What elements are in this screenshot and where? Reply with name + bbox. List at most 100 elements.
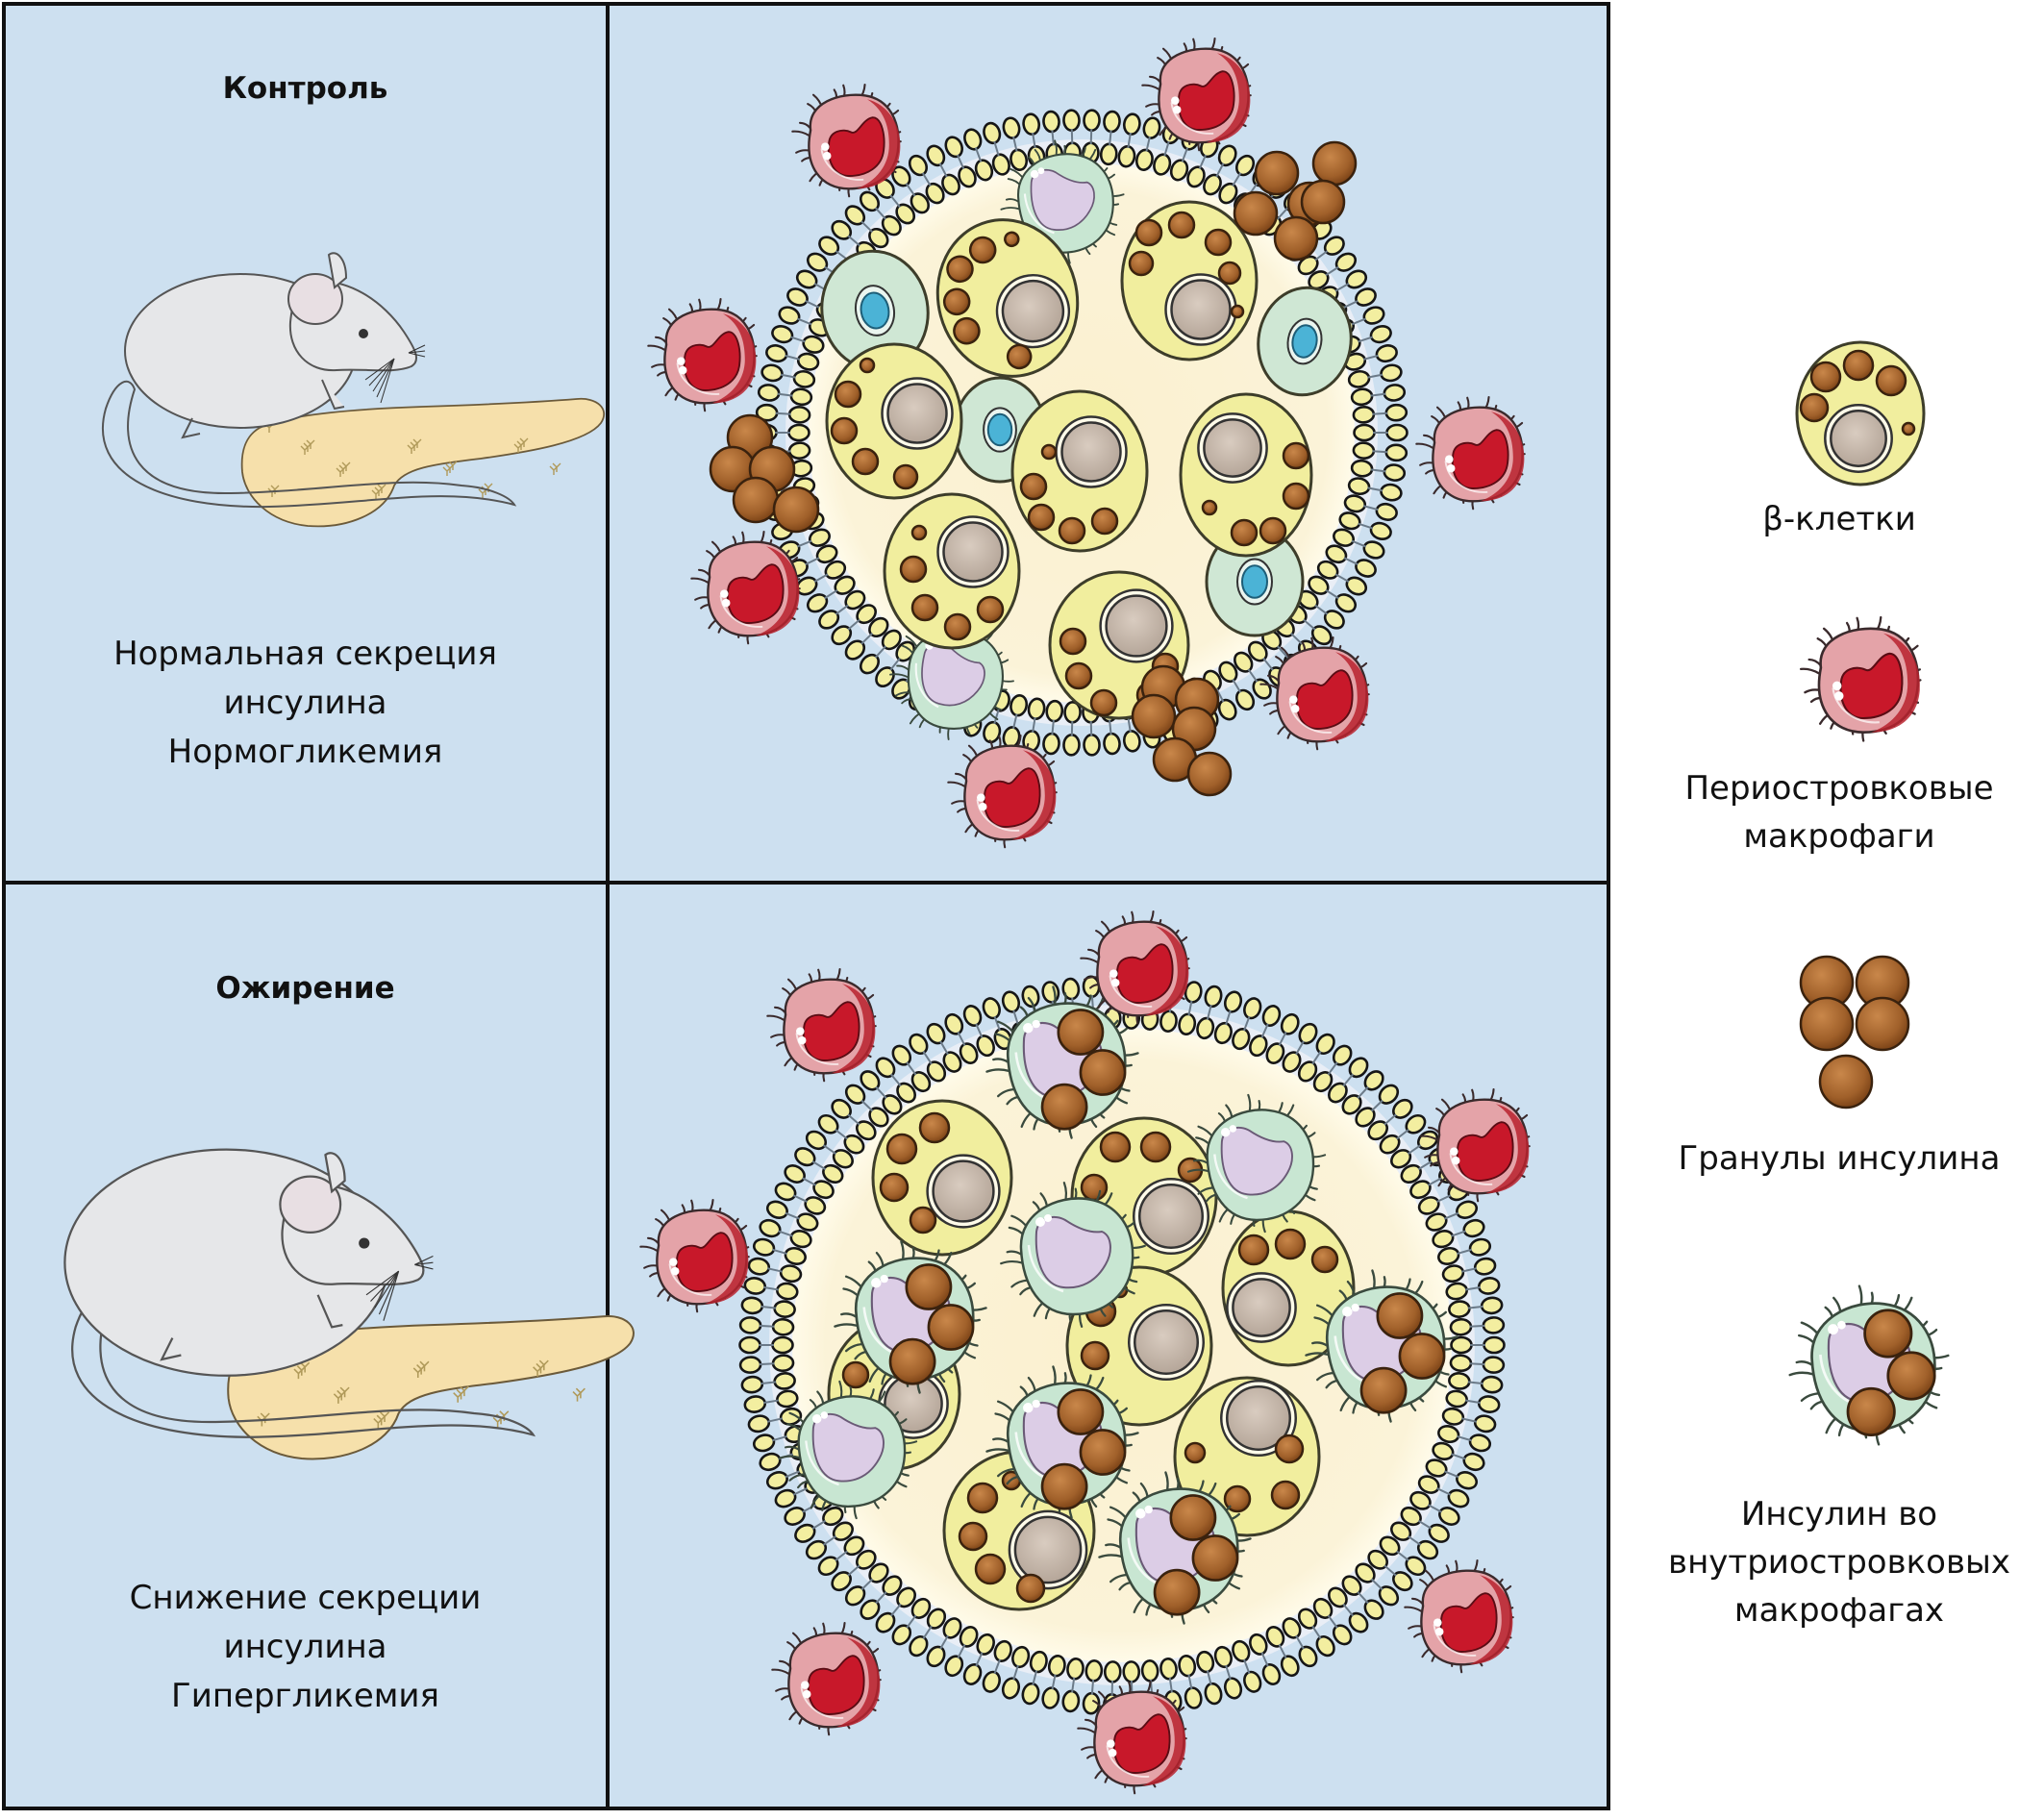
insulin-granule <box>1057 1009 1105 1056</box>
insulin-granule <box>1282 441 1310 470</box>
peri-islet-macrophage <box>690 531 801 645</box>
insulin-granule <box>1134 218 1163 247</box>
islet-obesity <box>639 910 1531 1795</box>
panel-description-obesity: Снижение секреции инсулина Гипергликемия <box>4 1574 607 1721</box>
peri-islet-macrophage <box>1077 1681 1187 1795</box>
insulin-granule <box>1139 1131 1172 1163</box>
insulin-granule <box>1027 503 1056 532</box>
description-line: инсулина <box>223 1628 387 1666</box>
beta-cell <box>1179 392 1313 558</box>
description-line: Снижение секреции <box>129 1579 482 1617</box>
description-line: Нормальная секреция <box>113 635 497 673</box>
insulin-granule <box>859 357 876 374</box>
insulin-granule <box>1376 1292 1424 1339</box>
insulin-granule <box>1230 304 1245 319</box>
intra-islet-macrophage <box>778 1380 918 1520</box>
insulin-granule <box>1064 661 1093 690</box>
peri-islet-macrophage <box>1415 396 1526 511</box>
insulin-granules-cluster <box>1799 955 1910 1109</box>
mouse-eye <box>359 329 368 338</box>
peri-islet-macrophage <box>1080 910 1190 1025</box>
insulin-granule <box>1080 1340 1110 1371</box>
insulin-granule <box>1799 392 1830 423</box>
insulin-granule <box>966 1482 999 1514</box>
legend-label-intra-islet-macrophage-insulin: Инсулин во внутриостровковых макрофагах <box>1634 1490 2044 1634</box>
peri-islet-macrophage <box>1404 1559 1514 1674</box>
insulin-granule <box>1300 179 1346 225</box>
intra-islet-macrophage-with-insulin <box>1305 1269 1458 1423</box>
insulin-granule <box>1842 349 1875 382</box>
insulin-granule <box>1186 751 1233 797</box>
beta-cell <box>935 218 1080 378</box>
insulin-granule <box>1184 1441 1207 1464</box>
description-line: Гипергликемия <box>171 1677 439 1715</box>
pancreas-illustration <box>240 397 606 528</box>
insulin-granule <box>1863 1309 1913 1359</box>
insulin-granule <box>1153 1568 1201 1616</box>
beta-cell <box>1070 1116 1218 1278</box>
legend-label-insulin-granules: Гранулы инсулина <box>1634 1134 2044 1183</box>
insulin-granule <box>1799 996 1855 1052</box>
insulin-granule <box>1274 1434 1305 1464</box>
islet-cells <box>778 985 1458 1625</box>
insulin-granule <box>892 463 919 490</box>
insulin-granule <box>885 1133 918 1165</box>
panel-title-obesity: Ожирение <box>215 971 395 1006</box>
islet-membrane <box>738 974 1506 1716</box>
legend-label-line: макрофаги <box>1743 817 1935 856</box>
insulin-granule <box>1204 228 1233 257</box>
insulin-granule <box>1040 1462 1088 1510</box>
legend-icons <box>1788 340 1950 1446</box>
insulin-granule <box>1090 507 1119 536</box>
legend-label-line: Периостровковые <box>1684 769 1994 808</box>
insulin-granule <box>958 1521 988 1552</box>
insulin-granule <box>851 447 880 476</box>
insulin-granule <box>1398 1333 1446 1380</box>
alpha-cell <box>820 249 930 372</box>
insulin-granule <box>1080 1173 1109 1202</box>
intra-islet-macrophage-with-insulin <box>985 1365 1139 1519</box>
insulin-granule <box>1855 996 1910 1052</box>
insulin-granule <box>1004 231 1020 248</box>
legend-label-peri-islet-macrophages: Периостровковые макрофаги <box>1634 764 2044 860</box>
insulin-granule <box>905 1263 953 1310</box>
legend-label-line: Гранулы инсулина <box>1678 1139 2001 1178</box>
insulin-granule <box>974 1553 1007 1585</box>
insulin-granule <box>1057 1388 1105 1435</box>
peri-islet-macrophage <box>639 1199 750 1313</box>
mouse-ear <box>279 1175 342 1234</box>
insulin-granule <box>1191 1534 1239 1582</box>
insulin-granule <box>1128 250 1155 277</box>
insulin-granule <box>1274 1228 1307 1260</box>
grid-border <box>2 2 1610 1810</box>
insulin-granule <box>1886 1351 1936 1401</box>
insulin-granule <box>1359 1366 1408 1414</box>
insulin-granule <box>909 1206 937 1234</box>
insulin-granule <box>942 287 971 316</box>
mouse-ear <box>287 273 343 325</box>
insulin-granule <box>1059 627 1087 656</box>
insulin-granule <box>1217 261 1242 286</box>
beta-cell <box>871 1099 1013 1257</box>
insulin-granule <box>953 316 981 345</box>
legend-label-line: макрофагах <box>1733 1591 1945 1630</box>
islet-cells <box>820 139 1353 740</box>
insulin-granule <box>841 1360 870 1389</box>
insulin-granule <box>910 593 939 622</box>
insulin-granule <box>1846 1386 1896 1436</box>
insulin-granule <box>1901 421 1916 436</box>
peri-islet-macrophage <box>947 735 1058 849</box>
beta-cell <box>883 492 1021 650</box>
insulin-granule <box>1237 1234 1270 1266</box>
intra-islet-macrophage-with-insulin <box>1788 1284 1950 1446</box>
legend-label-beta-cells: β-клетки <box>1634 495 2044 543</box>
peri-islet-macrophages <box>647 37 1526 849</box>
panel-description-control: Нормальная секреция инсулина Нормогликем… <box>4 630 607 777</box>
insulin-granule <box>1282 482 1310 511</box>
insulin-granule <box>1006 343 1033 370</box>
peri-islet-macrophage <box>771 1622 882 1736</box>
beta-cell <box>1795 340 1926 486</box>
insulin-granule <box>927 1304 975 1351</box>
insulin-granule <box>1809 361 1842 393</box>
